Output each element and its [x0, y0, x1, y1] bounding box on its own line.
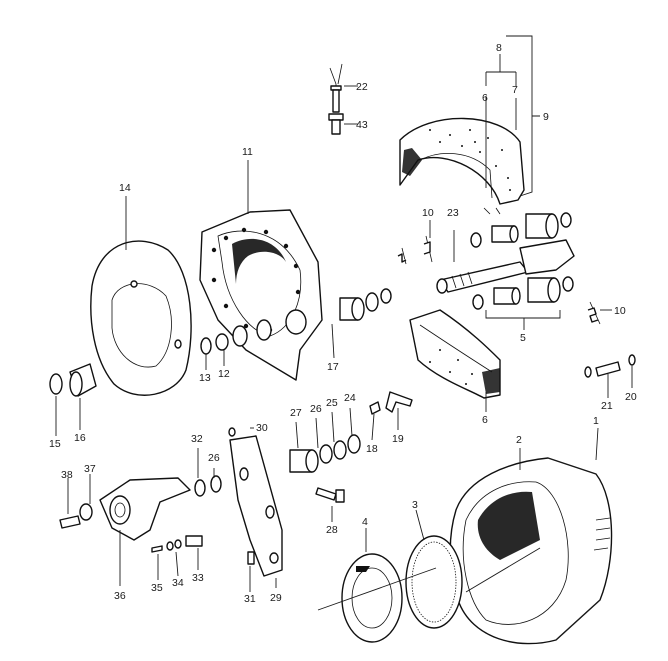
part-camshaft [436, 239, 575, 294]
callout-16: 16 [74, 432, 86, 444]
part-return-spring-upper [397, 235, 433, 265]
callout-10b: 10 [614, 305, 626, 317]
callout-labels: 1 2 3 4 5 6 6 7 8 9 10 10 11 12 13 14 15… [49, 42, 637, 605]
callout-6a: 6 [482, 92, 488, 104]
part-sensor-bolt [328, 63, 344, 135]
callout-28: 28 [326, 524, 338, 536]
part-clip [369, 391, 413, 415]
callout-26a: 26 [310, 403, 322, 415]
part-upper-brake-shoe [399, 117, 525, 215]
callout-32: 32 [191, 433, 203, 445]
part-anchor-pin [584, 354, 636, 378]
part-oil-seal [49, 363, 97, 397]
part-grease-nipple [247, 551, 255, 565]
callout-1: 1 [593, 415, 599, 427]
callout-23: 23 [447, 207, 459, 219]
callout-34: 34 [172, 577, 184, 589]
callout-43: 43 [356, 119, 368, 131]
callout-37: 37 [84, 463, 96, 475]
callout-17: 17 [327, 361, 339, 373]
part-return-spring-right [587, 301, 601, 325]
callout-2: 2 [516, 434, 522, 446]
part-hub-seal [341, 553, 403, 643]
callout-11: 11 [242, 146, 253, 158]
callout-5: 5 [520, 332, 526, 344]
callout-25: 25 [326, 397, 338, 409]
callout-33: 33 [192, 572, 204, 584]
callout-18: 18 [366, 443, 378, 455]
callout-19: 19 [392, 433, 404, 445]
part-spider-bushings [200, 319, 272, 355]
callout-27: 27 [290, 407, 302, 419]
callout-29: 29 [270, 592, 282, 604]
callout-20: 20 [625, 391, 637, 403]
part-slack-adjuster-housing [59, 477, 191, 541]
part-bolt [315, 487, 345, 503]
callout-3: 3 [412, 499, 418, 511]
callout-30: 30 [256, 422, 268, 434]
callout-21: 21 [601, 400, 613, 412]
part-washers-left [194, 475, 222, 497]
callout-26b: 26 [208, 452, 220, 464]
callout-15: 15 [49, 438, 61, 450]
callout-13: 13 [199, 372, 211, 384]
part-roller-set-upper [470, 212, 572, 248]
part-roller-set-lower [472, 276, 574, 310]
callout-36: 36 [114, 590, 126, 602]
callout-10a: 10 [422, 207, 434, 219]
part-brake-drum [449, 457, 613, 645]
callout-24: 24 [344, 392, 356, 404]
part-mounting-bracket [228, 427, 283, 577]
part-bushing-stack-right [289, 434, 361, 473]
callout-9: 9 [543, 111, 549, 123]
part-tone-ring [405, 535, 463, 629]
callout-7: 7 [512, 84, 518, 96]
part-lower-brake-shoe [409, 309, 501, 399]
callout-14: 14 [119, 182, 131, 194]
leader-lines [55, 35, 633, 611]
callout-22: 22 [356, 81, 368, 93]
callout-4: 4 [362, 516, 368, 528]
callout-31: 31 [244, 593, 256, 605]
part-camshaft-bushings [339, 288, 392, 321]
callout-12: 12 [218, 368, 230, 380]
callout-6b: 6 [482, 414, 488, 426]
part-adjuster-screws [151, 535, 203, 553]
part-dust-shield [90, 240, 192, 396]
callout-8: 8 [496, 42, 502, 54]
part-brake-spider [199, 209, 323, 381]
callout-38: 38 [61, 469, 73, 481]
callout-35: 35 [151, 582, 163, 594]
